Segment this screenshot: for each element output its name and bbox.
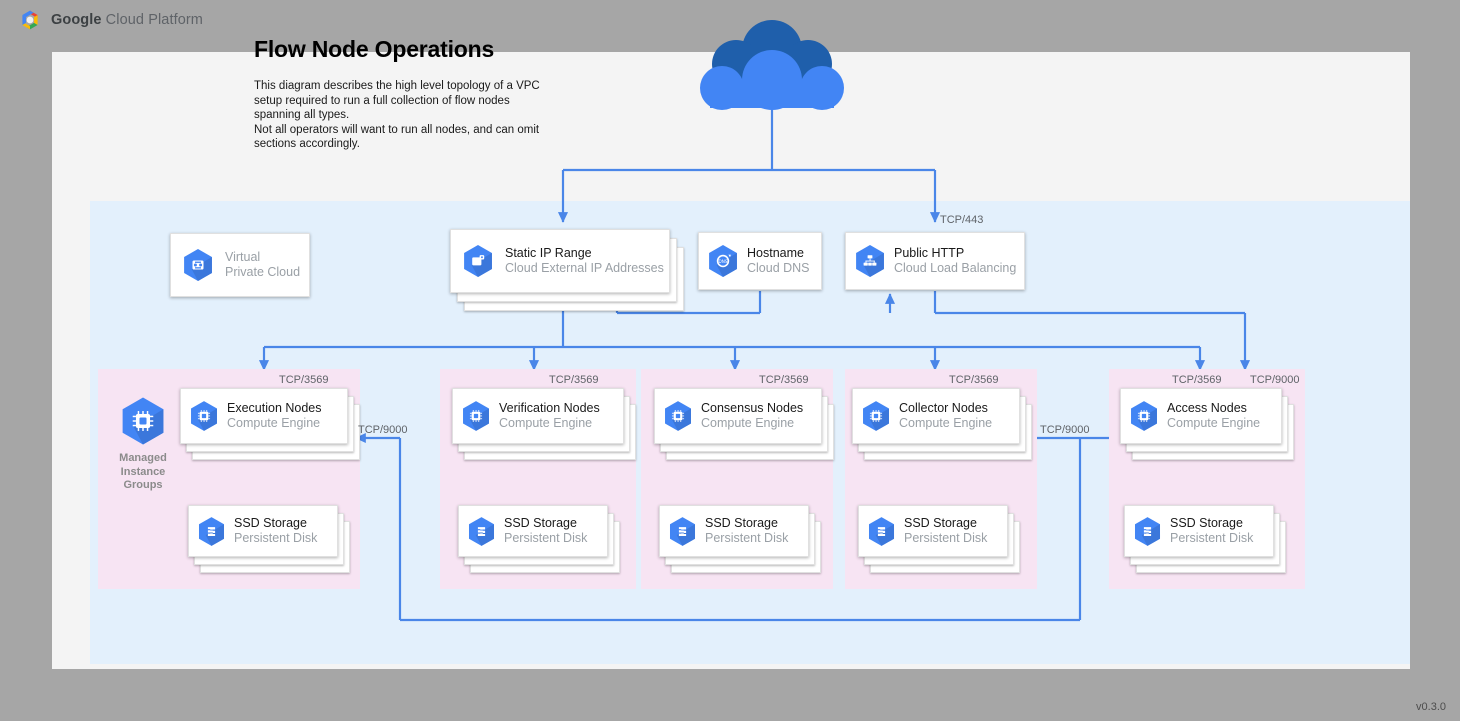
card-ssd-storage-access[interactable]: SSD Storage Persistent Disk bbox=[1124, 505, 1286, 573]
card-subtitle: Private Cloud bbox=[225, 265, 301, 279]
card-title: Virtual bbox=[225, 249, 261, 264]
port-label-access-to-collector: TCP/9000 bbox=[1040, 424, 1090, 436]
virtual-private-cloud-icon bbox=[183, 248, 213, 282]
managed-instance-groups: Managed Instance Groups bbox=[112, 396, 174, 493]
card-title: Public HTTP bbox=[894, 245, 965, 260]
port-label-access-lb-in: TCP/9000 bbox=[1250, 374, 1300, 386]
compute-engine-icon bbox=[1130, 400, 1158, 432]
port-label-execution-in: TCP/3569 bbox=[279, 374, 329, 386]
card-subtitle: Persistent Disk bbox=[504, 531, 588, 545]
card-subtitle: Compute Engine bbox=[499, 416, 593, 430]
page-title: Flow Node Operations bbox=[254, 36, 495, 62]
card-title: SSD Storage bbox=[504, 515, 577, 530]
compute-engine-icon bbox=[462, 400, 490, 432]
card-title: SSD Storage bbox=[1170, 515, 1243, 530]
compute-engine-icon bbox=[862, 400, 890, 432]
port-label-tcp443: TCP/443 bbox=[940, 214, 984, 226]
card-ssd-storage-execution[interactable]: SSD Storage Persistent Disk bbox=[188, 505, 350, 573]
card-collector-nodes[interactable]: Collector Nodes Compute Engine bbox=[852, 388, 1032, 460]
card-subtitle: Persistent Disk bbox=[1170, 531, 1254, 545]
card-ssd-storage-consensus[interactable]: SSD Storage Persistent Disk bbox=[659, 505, 821, 573]
card-consensus-nodes[interactable]: Consensus Nodes Compute Engine bbox=[654, 388, 834, 460]
svg-text:DNS: DNS bbox=[718, 259, 727, 264]
card-title: SSD Storage bbox=[705, 515, 778, 530]
card-title: Static IP Range bbox=[505, 245, 592, 260]
port-label-access-in: TCP/3569 bbox=[1172, 374, 1222, 386]
card-title: Collector Nodes bbox=[899, 400, 988, 415]
persistent-disk-icon bbox=[669, 516, 696, 547]
card-title: Hostname bbox=[747, 245, 804, 260]
brand-rest: Cloud Platform bbox=[101, 12, 203, 28]
brand-header: Google Cloud Platform bbox=[18, 8, 203, 32]
compute-engine-icon bbox=[664, 400, 692, 432]
version-label: v0.3.0 bbox=[1416, 701, 1446, 713]
card-ssd-storage-verification[interactable]: SSD Storage Persistent Disk bbox=[458, 505, 620, 573]
card-subtitle: Cloud DNS bbox=[747, 261, 810, 275]
google-cloud-hexagon-logo-icon bbox=[18, 8, 42, 32]
cloud-dns-icon: DNS bbox=[708, 244, 738, 278]
persistent-disk-icon bbox=[198, 516, 225, 547]
port-label-access-to-execution: TCP/9000 bbox=[358, 424, 408, 436]
card-hostname-cloud-dns[interactable]: DNS Hostname Cloud DNS bbox=[698, 232, 822, 290]
card-subtitle: Compute Engine bbox=[1167, 416, 1261, 430]
brand-title: Google Cloud Platform bbox=[51, 12, 203, 28]
card-static-ip-range[interactable]: Static IP Range Cloud External IP Addres… bbox=[450, 229, 684, 311]
card-ssd-storage-collector[interactable]: SSD Storage Persistent Disk bbox=[858, 505, 1020, 573]
card-subtitle: Persistent Disk bbox=[234, 531, 318, 545]
card-access-nodes[interactable]: Access Nodes Compute Engine bbox=[1120, 388, 1294, 460]
card-title: Access Nodes bbox=[1167, 400, 1247, 415]
card-subtitle: Compute Engine bbox=[899, 416, 993, 430]
card-execution-nodes[interactable]: Execution Nodes Compute Engine bbox=[180, 388, 360, 460]
brand-bold: Google bbox=[51, 12, 102, 28]
port-label-collector-in: TCP/3569 bbox=[949, 374, 999, 386]
card-virtual-private-cloud[interactable]: Virtual Private Cloud bbox=[170, 233, 310, 297]
cloud-external-ip-addresses-icon bbox=[463, 244, 493, 278]
port-label-consensus-in: TCP/3569 bbox=[759, 374, 809, 386]
card-subtitle: Cloud Load Balancing bbox=[894, 261, 1017, 275]
card-title: Verification Nodes bbox=[499, 400, 600, 415]
persistent-disk-icon bbox=[468, 516, 495, 547]
card-title: Execution Nodes bbox=[227, 400, 322, 415]
card-subtitle: Compute Engine bbox=[701, 416, 795, 430]
port-label-verification-in: TCP/3569 bbox=[549, 374, 599, 386]
compute-engine-mig-icon bbox=[121, 396, 165, 446]
cloud-load-balancing-icon bbox=[855, 244, 885, 278]
card-verification-nodes[interactable]: Verification Nodes Compute Engine bbox=[452, 388, 636, 460]
compute-engine-icon bbox=[190, 400, 218, 432]
cloud-icon bbox=[680, 18, 864, 110]
card-subtitle: Compute Engine bbox=[227, 416, 321, 430]
card-subtitle: Persistent Disk bbox=[904, 531, 988, 545]
page-description: This diagram describes the high level to… bbox=[254, 80, 540, 151]
managed-instance-groups-label: Managed Instance Groups bbox=[119, 452, 167, 491]
card-subtitle: Persistent Disk bbox=[705, 531, 789, 545]
persistent-disk-icon bbox=[1134, 516, 1161, 547]
card-title: SSD Storage bbox=[904, 515, 977, 530]
persistent-disk-icon bbox=[868, 516, 895, 547]
card-title: Consensus Nodes bbox=[701, 400, 804, 415]
card-public-http-load-balancing[interactable]: Public HTTP Cloud Load Balancing bbox=[845, 232, 1025, 290]
card-subtitle: Cloud External IP Addresses bbox=[505, 261, 664, 275]
card-title: SSD Storage bbox=[234, 515, 307, 530]
